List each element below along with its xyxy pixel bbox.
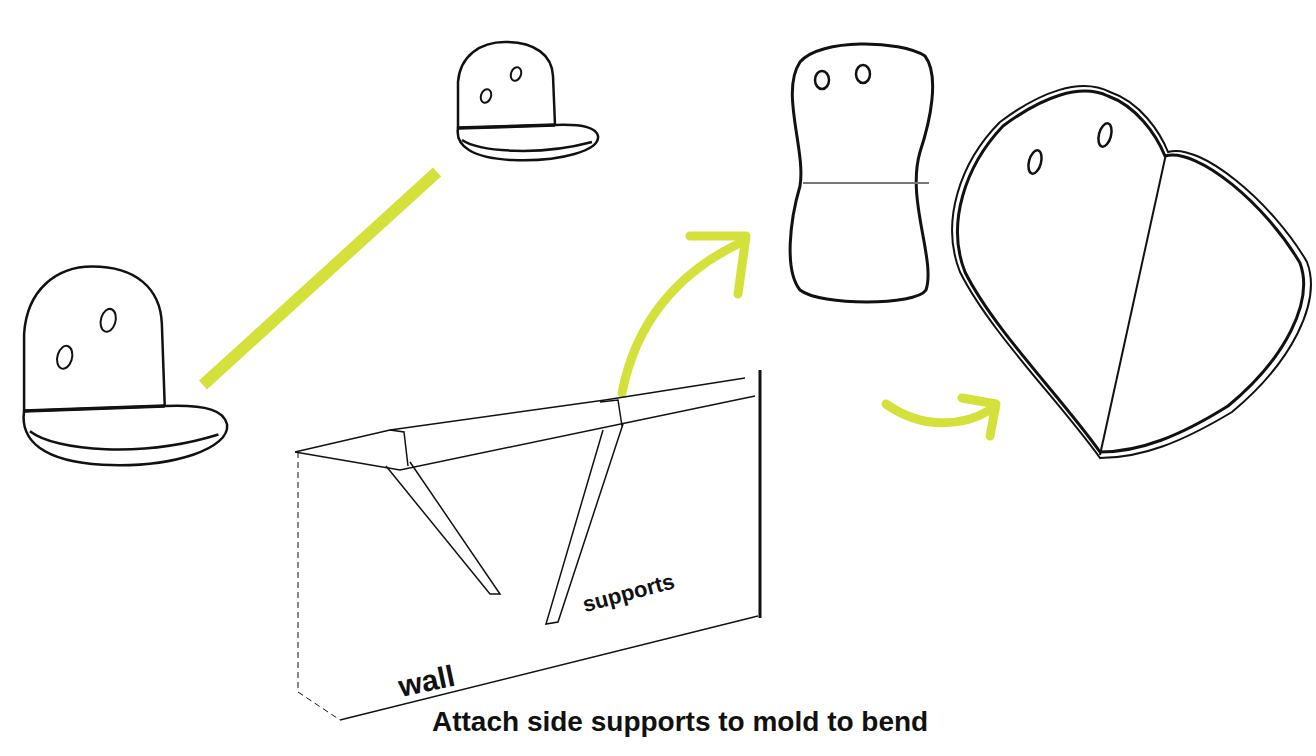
supports-label: supports <box>580 570 677 616</box>
wall-label: wall <box>396 661 458 702</box>
bracket-left <box>24 267 228 466</box>
mold-block <box>295 370 760 720</box>
flat-bracket <box>790 44 933 302</box>
bent-bracket <box>952 86 1311 458</box>
caption: Attach side supports to mold to bend <box>432 708 928 736</box>
green-line <box>203 172 437 385</box>
green-arrows <box>622 236 996 436</box>
bracket-top <box>458 42 598 160</box>
